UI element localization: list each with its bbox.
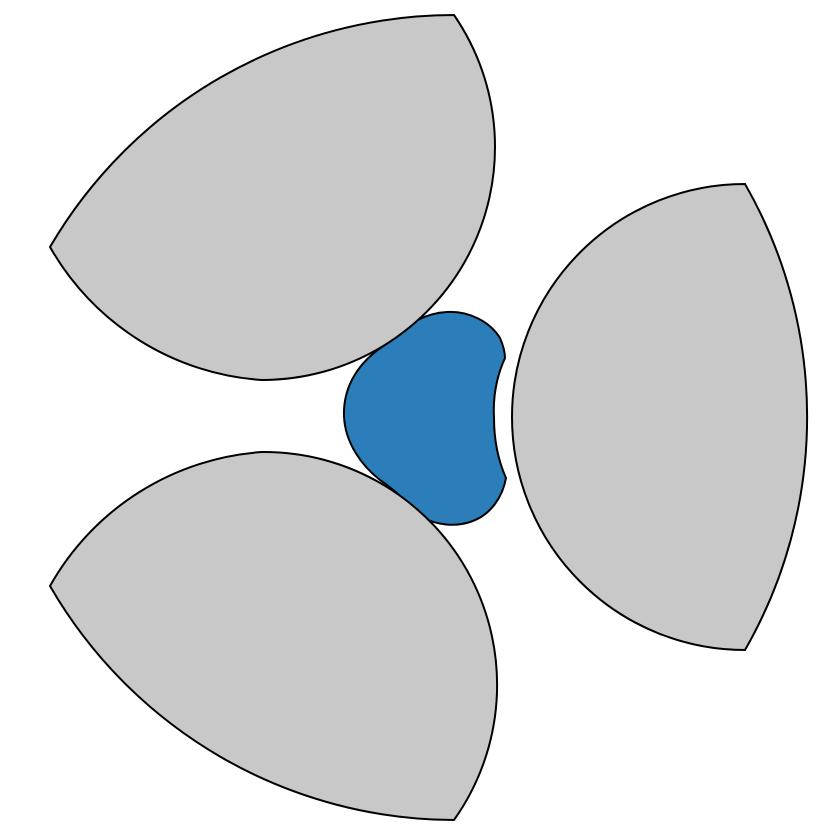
center-blob: [342, 310, 508, 526]
lobe-top-left: [48, 13, 496, 382]
lobe-right: [511, 182, 809, 652]
lobe-bottom-left: [48, 450, 499, 822]
